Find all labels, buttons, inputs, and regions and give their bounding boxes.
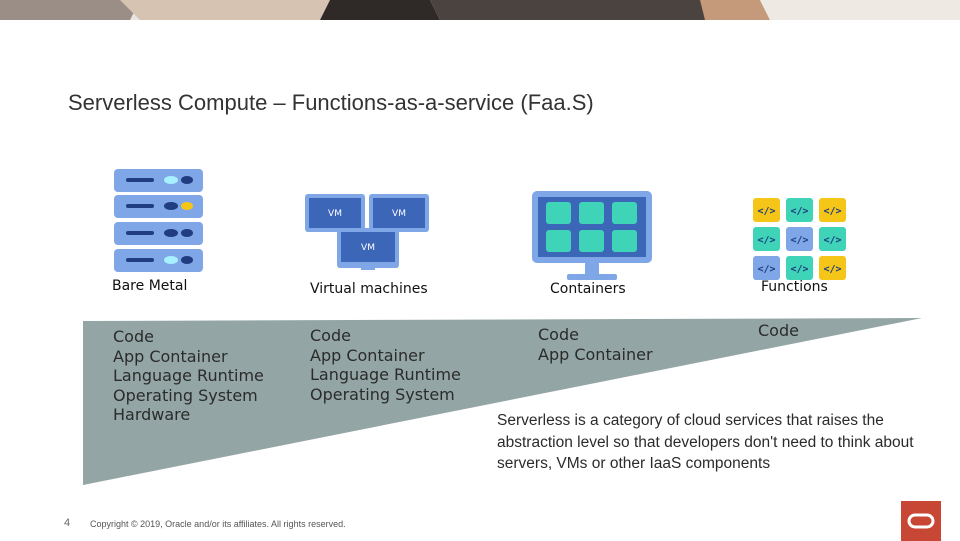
function-glyph: </>: [757, 206, 775, 217]
layer-item: Language Runtime: [113, 366, 264, 386]
column-label-bare-metal: Bare Metal: [112, 278, 188, 294]
function-glyph: </>: [823, 206, 841, 217]
function-glyph: </>: [790, 206, 808, 217]
layer-item: Code: [310, 326, 351, 345]
layer-item: App Container: [538, 344, 653, 364]
slide-title: Serverless Compute – Functions-as-a-serv…: [68, 90, 594, 115]
virtual-machines-layers: Code App Container Language Runtime Oper…: [310, 326, 461, 404]
layer-item: Code: [538, 325, 579, 344]
bare-metal-server-icon: [114, 169, 203, 272]
layer-item: App Container: [113, 346, 228, 366]
functions-layers: Code: [758, 321, 799, 341]
layer-item: Operating System: [310, 384, 455, 404]
column-label-functions: Functions: [761, 279, 828, 295]
function-glyph: </>: [823, 235, 841, 246]
function-glyph: </>: [790, 264, 808, 275]
header-banner-image: [0, 0, 960, 20]
serverless-description: Serverless is a category of cloud servic…: [497, 412, 914, 472]
column-label-virtual-machines: Virtual machines: [310, 281, 428, 297]
layer-item: Operating System: [113, 385, 258, 405]
vm-label-2: VM: [392, 209, 406, 219]
layer-item: Language Runtime: [310, 365, 461, 385]
virtual-machines-icon: VM VM VM: [305, 194, 429, 270]
functions-icon: </> </> </> </> </> </> </> </> </>: [753, 198, 846, 280]
containers-icon: [532, 191, 652, 280]
function-glyph: </>: [790, 235, 808, 246]
layer-item: Hardware: [113, 405, 191, 425]
column-label-containers: Containers: [550, 281, 626, 297]
layer-item: App Container: [310, 345, 425, 365]
oracle-logo-icon: [901, 501, 941, 541]
containers-layers: Code App Container: [538, 325, 653, 364]
function-glyph: </>: [757, 264, 775, 275]
vm-label-3: VM: [361, 243, 375, 253]
layer-item: Code: [758, 321, 799, 340]
function-glyph: </>: [757, 235, 775, 246]
copyright-notice: Copyright © 2019, Oracle and/or its affi…: [90, 519, 346, 529]
page-number: 4: [64, 517, 71, 529]
layer-item: Code: [113, 327, 154, 346]
vm-label-1: VM: [328, 209, 342, 219]
function-glyph: </>: [823, 264, 841, 275]
bare-metal-layers: Code App Container Language Runtime Oper…: [113, 327, 264, 425]
